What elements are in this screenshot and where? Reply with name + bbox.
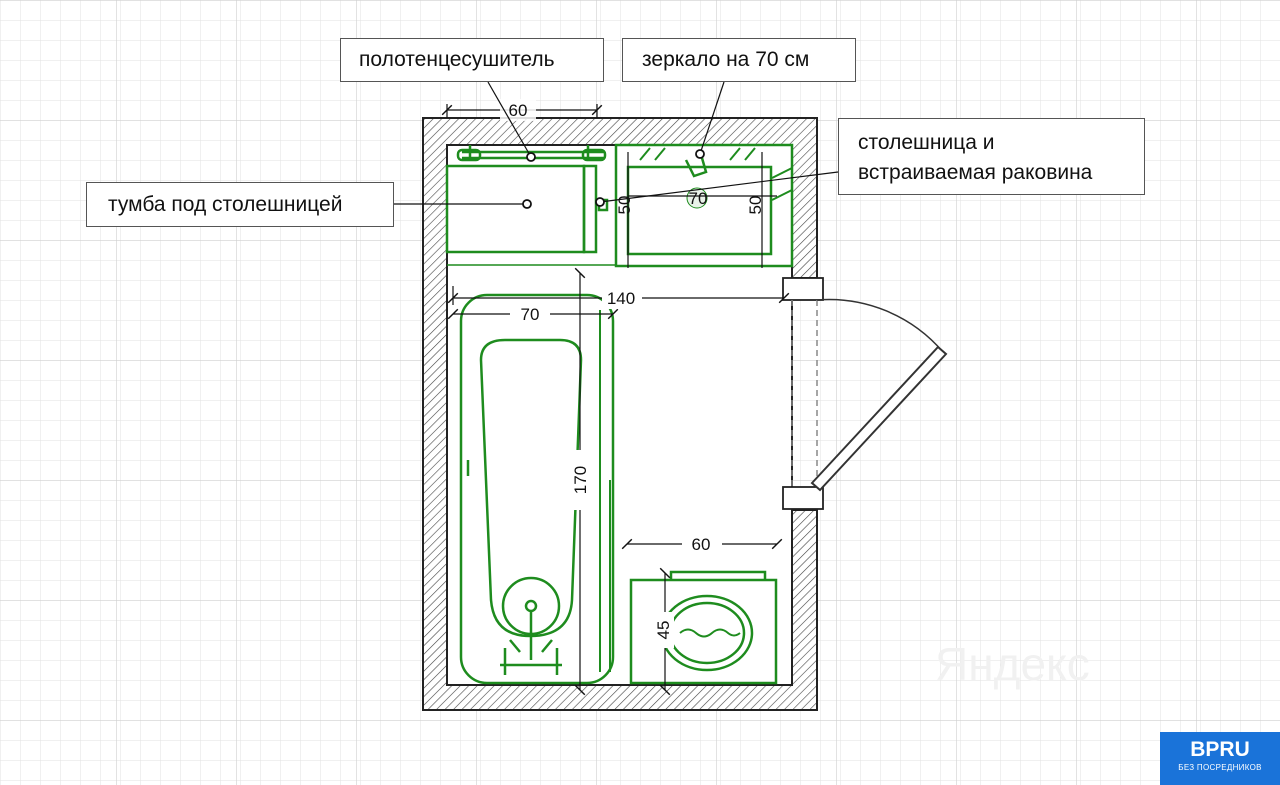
brand-logo-name: BPRU	[1190, 738, 1250, 761]
leader-dots	[522, 149, 705, 209]
dim-room-width: 140	[607, 289, 635, 308]
door	[810, 298, 948, 492]
label-towel-dryer-text: полотенцесушитель	[359, 48, 555, 71]
countertop-sink	[614, 143, 794, 268]
label-countertop-line2: встраиваемая раковина	[858, 161, 1093, 184]
cabinet	[445, 164, 615, 266]
label-cabinet: тумба под столешницей	[86, 182, 394, 227]
dimension-labels: 60 140 70 170 60 45 50 70 50	[500, 99, 765, 648]
label-mirror-text: зеркало на 70 см	[642, 48, 810, 71]
label-cabinet-text: тумба под столешницей	[108, 193, 343, 216]
dim-towel-dryer: 60	[509, 101, 528, 120]
leader-lines	[394, 81, 839, 205]
door-jamb-bottom	[782, 486, 824, 510]
door-jamb-top	[782, 277, 824, 301]
dim-bath-width: 70	[521, 305, 540, 324]
washing-machine	[629, 570, 778, 685]
watermark: Яндекс	[935, 638, 1090, 690]
label-towel-dryer: полотенцесушитель	[340, 38, 604, 82]
label-mirror: зеркало на 70 см	[622, 38, 856, 82]
dim-bath-length: 170	[571, 466, 590, 494]
dim-washer-depth: 45	[654, 621, 673, 640]
brand-logo: BPRU БЕЗ ПОСРЕДНИКОВ	[1160, 732, 1280, 785]
brand-logo-tagline: БЕЗ ПОСРЕДНИКОВ	[1178, 763, 1262, 772]
dim-cabinet-depth: 50	[615, 196, 634, 215]
dim-sink-width: 70	[689, 189, 708, 208]
label-countertop-line1: столешница и	[858, 131, 995, 154]
label-countertop: столешница и встраиваемая раковина	[838, 118, 1145, 195]
dim-sink-depth: 50	[746, 196, 765, 215]
dim-washer-width: 60	[692, 535, 711, 554]
